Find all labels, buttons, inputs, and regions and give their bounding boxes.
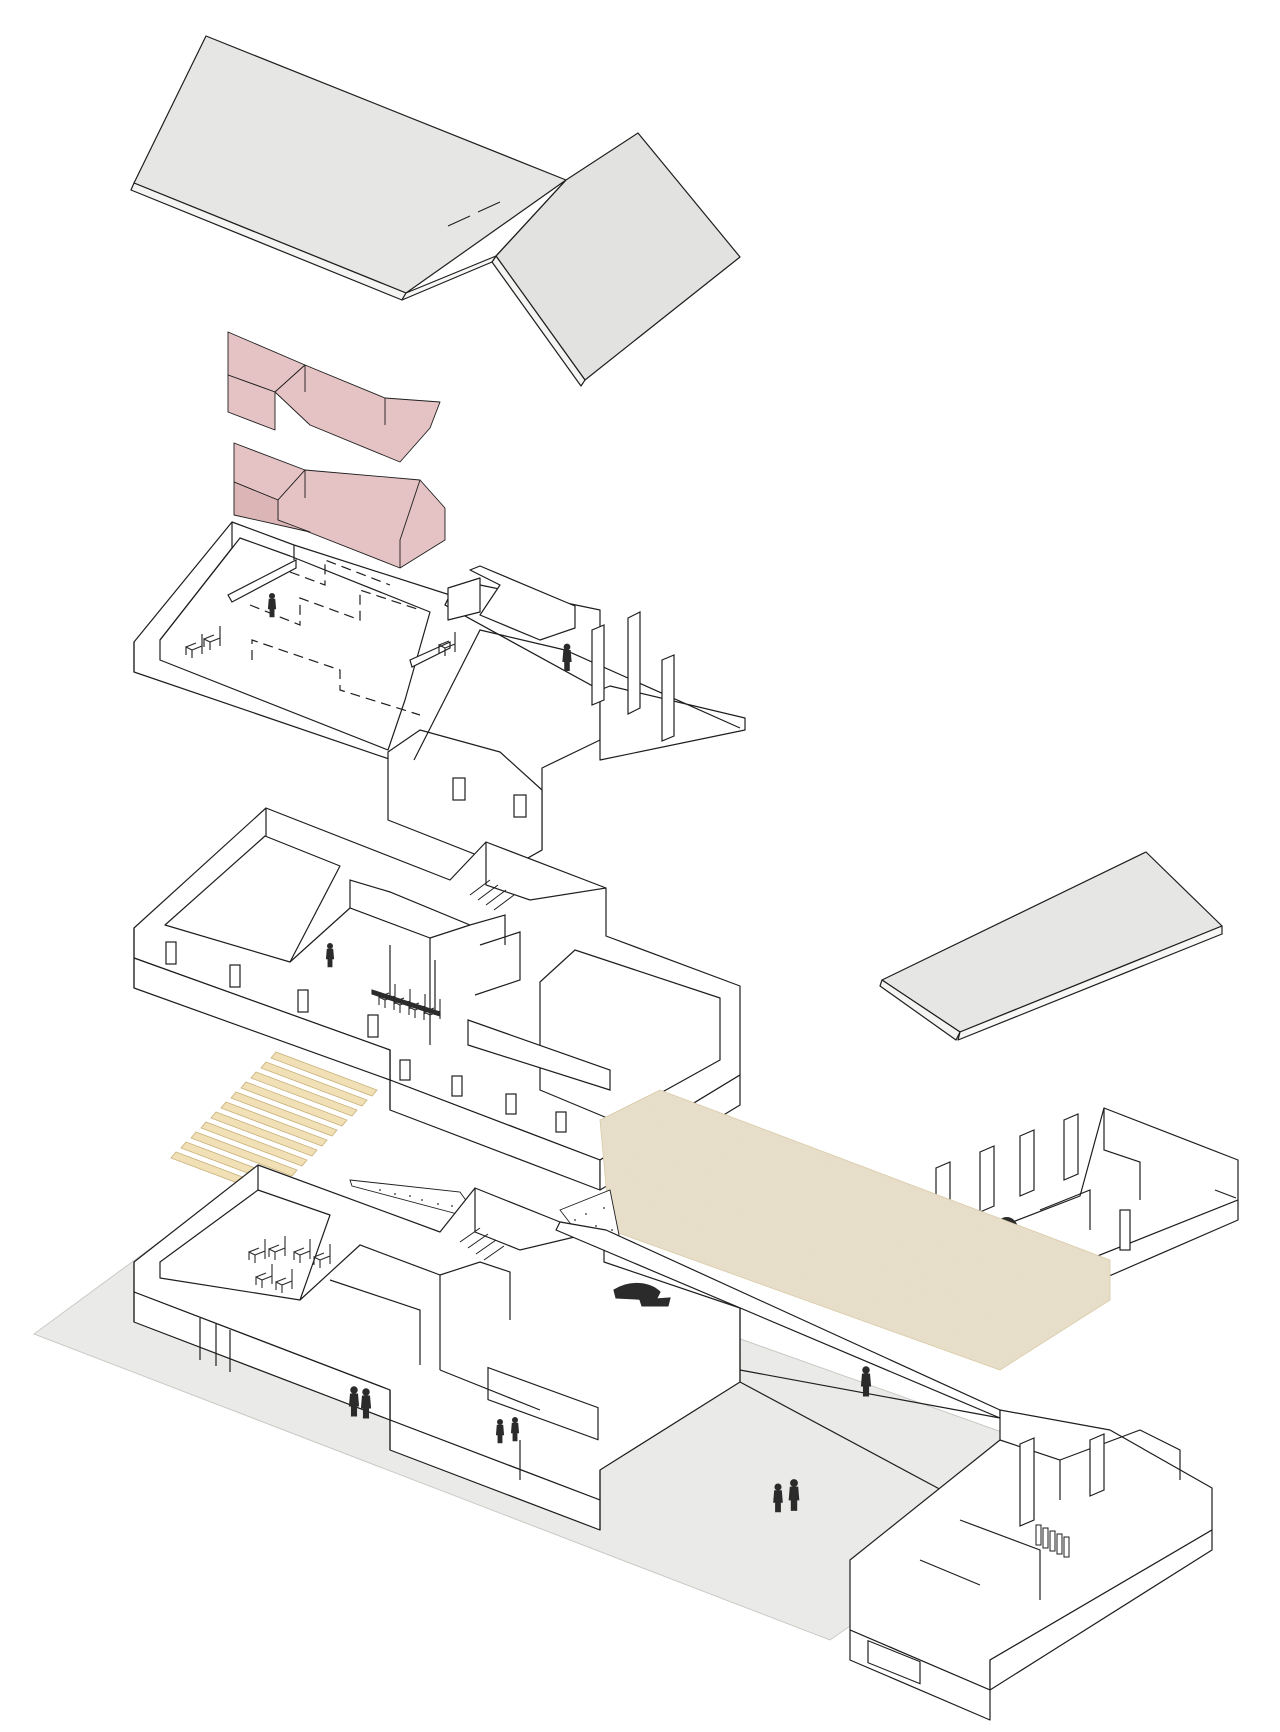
side-roof xyxy=(879,851,1223,1041)
attic-floor-plate xyxy=(133,521,746,869)
ground-floor-figures xyxy=(248,1235,872,1513)
attic-details xyxy=(133,522,741,818)
pink-volumes xyxy=(227,331,446,569)
middle-floor-details xyxy=(133,808,611,1133)
upper-roof xyxy=(130,35,741,387)
end-block-details xyxy=(867,1429,1181,1685)
ground-floor-details xyxy=(133,1165,741,1530)
middle-floor-figures xyxy=(325,943,441,1024)
